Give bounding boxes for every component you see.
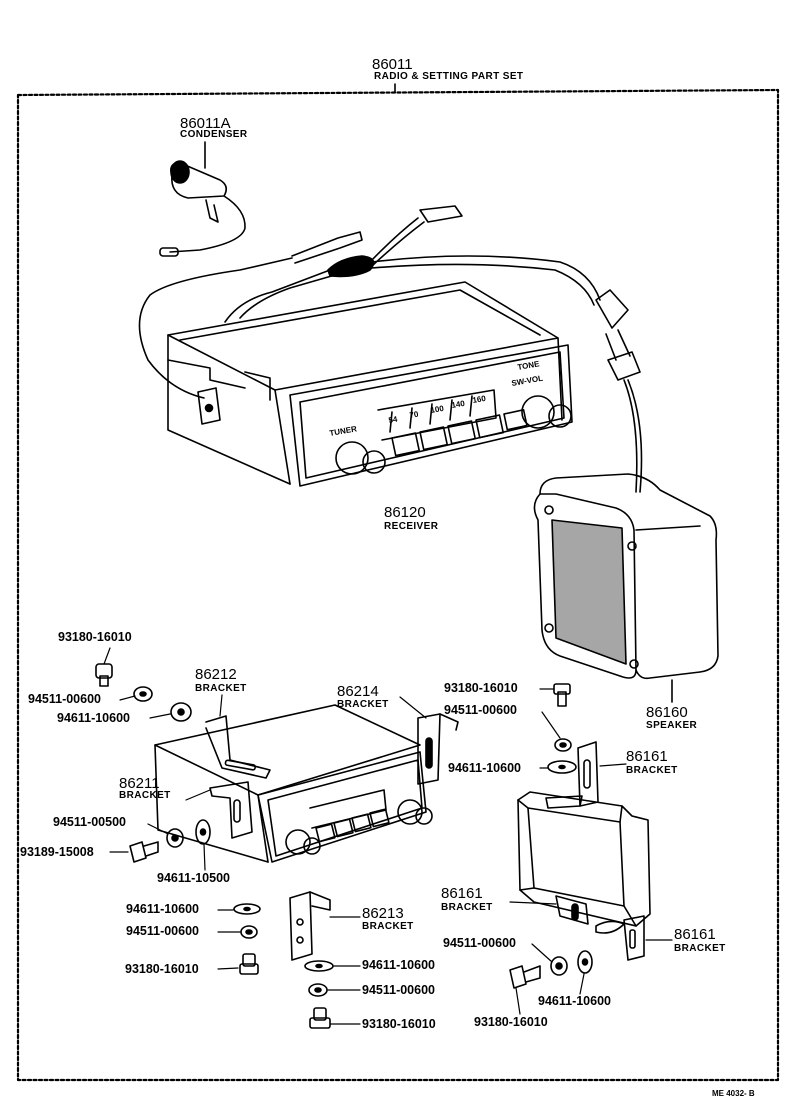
dial-mark: 160: [472, 394, 487, 405]
mounted-receiver-drawing: [154, 704, 459, 863]
fastener-part-number: 93180-16010: [444, 681, 518, 695]
bracket-86213-number: 86213: [362, 905, 404, 922]
bracket-86211-label: BRACKET: [119, 790, 171, 801]
speaker-drawing: [533, 473, 719, 703]
fastener-part-number: 94611-10600: [538, 994, 611, 1008]
bracket-86161-number: 86161: [626, 748, 668, 765]
fastener-part-number: 94611-10500: [157, 871, 230, 885]
fastener-part-number: 94511-00500: [53, 815, 126, 829]
bracket-86161-label: BRACKET: [441, 902, 493, 913]
dial-mark: 70: [409, 409, 420, 420]
bracket-86213-label: BRACKET: [362, 921, 414, 932]
fastener-part-number: 94511-00600: [28, 692, 101, 706]
speaker-label: SPEAKER: [646, 720, 698, 731]
fastener-part-number: 94511-00600: [444, 703, 517, 717]
leader-lines: [103, 647, 673, 1025]
bracket-86161-label: BRACKET: [674, 943, 726, 954]
receiver-markings: TUNER TONE SW-VOL 54 70 100 140 160: [329, 359, 544, 438]
bracket-86212-label: BRACKET: [195, 683, 247, 694]
bracket-86212-number: 86212: [195, 666, 237, 683]
assembly-boundary: [16, 83, 780, 1082]
dial-mark: 140: [451, 399, 466, 410]
tone-marking: TONE: [517, 359, 541, 372]
fastener-part-number: 94511-00600: [362, 983, 435, 997]
fastener-part-number: 93189-15008: [20, 845, 94, 859]
bracket-86214-number: 86214: [337, 683, 379, 700]
fastener-part-number: 94511-00600: [443, 936, 516, 950]
drawing-code: ME 4032- B: [712, 1089, 755, 1098]
bracket-86161-number: 86161: [674, 926, 716, 943]
bracket-86161-number: 86161: [441, 885, 483, 902]
receiver-label: RECEIVER: [384, 521, 439, 532]
fastener-part-number: 93180-16010: [362, 1017, 436, 1031]
fastener-part-number: 93180-16010: [125, 962, 199, 976]
sw-vol-marking: SW-VOL: [511, 374, 544, 388]
bracket-86211-number: 86211: [119, 775, 160, 792]
tuner-marking: TUNER: [329, 424, 358, 438]
bracket-86213-drawing: [289, 891, 331, 961]
dial-mark: 100: [430, 404, 445, 415]
receiver-drawing: [167, 281, 573, 487]
fastener-drawings: [95, 663, 593, 1029]
fastener-part-number: 94611-10600: [362, 958, 435, 972]
receiver-wiring: [138, 205, 643, 493]
receiver-part-number: 86120: [384, 504, 426, 521]
bracket-86161-label: BRACKET: [626, 765, 678, 776]
set-part-name: RADIO & SETTING PART SET: [374, 71, 524, 82]
speaker-part-number: 86160: [646, 704, 688, 721]
fastener-part-number: 94511-00600: [126, 924, 199, 938]
speaker-bracket-drawing: [517, 741, 651, 961]
fastener-part-number: 94611-10600: [448, 761, 521, 775]
set-part-number: 86011: [372, 56, 413, 73]
fastener-part-number: 93180-16010: [474, 1015, 548, 1029]
condenser-part-number: 86011A: [180, 115, 231, 132]
dial-mark: 54: [388, 414, 399, 425]
fastener-part-number: 93180-16010: [58, 630, 132, 644]
bracket-86214-label: BRACKET: [337, 699, 389, 710]
condenser-label: CONDENSER: [180, 129, 248, 140]
fastener-part-number: 94611-10600: [57, 711, 130, 725]
fastener-part-number: 94611-10600: [126, 902, 199, 916]
condenser-drawing: [159, 141, 246, 257]
